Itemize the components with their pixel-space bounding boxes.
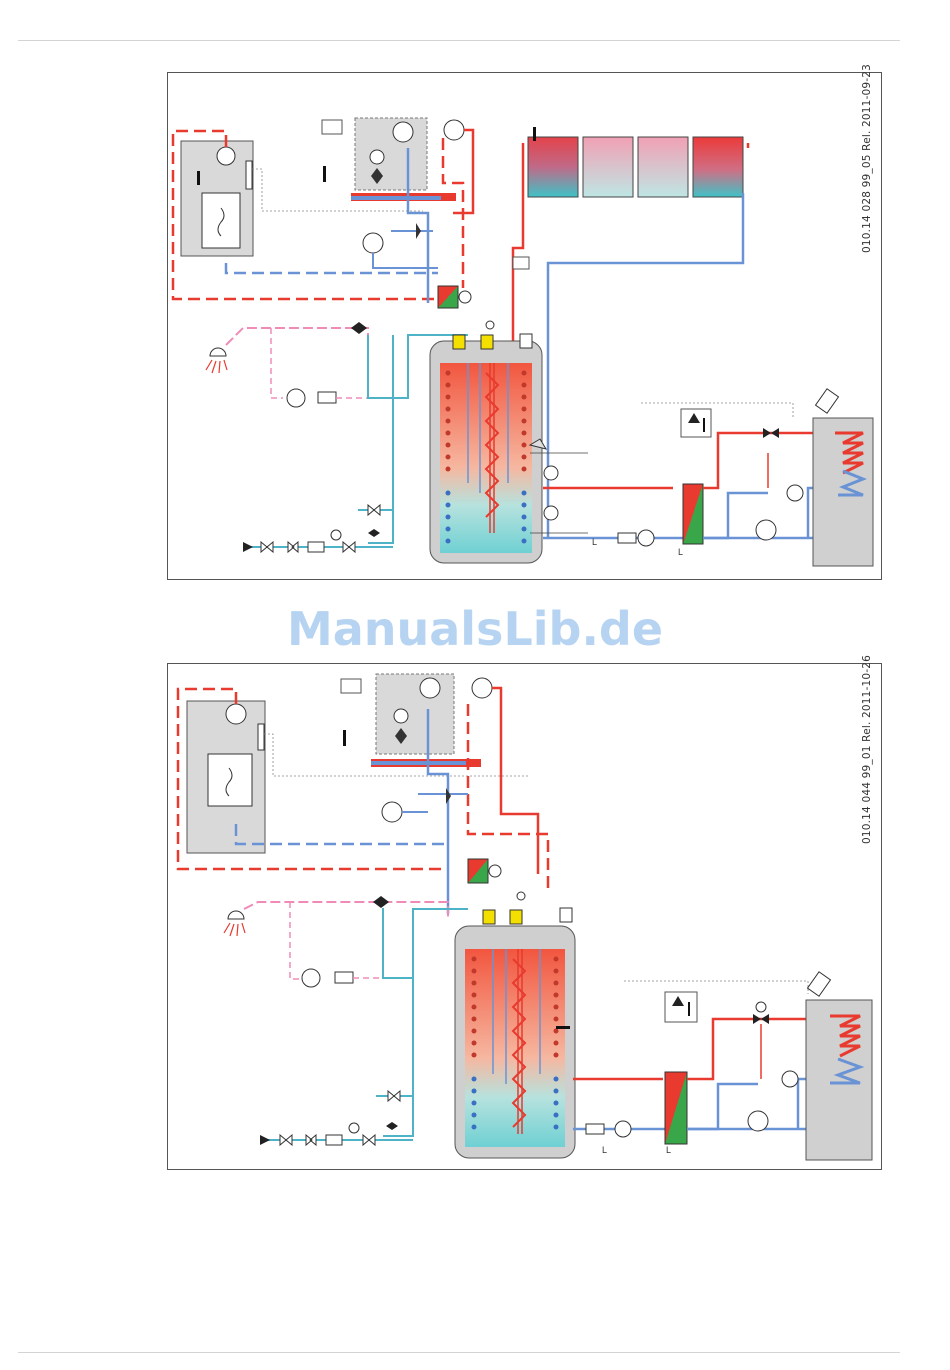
safety-valve-icon	[416, 223, 421, 239]
expansion-vessel-icon	[382, 802, 402, 822]
diagram-1: L L 010.14 028 99_05 Rel. 2011-09-23	[167, 72, 882, 580]
mixing-valve-icon	[373, 896, 389, 908]
gauge-icon	[393, 122, 413, 142]
filter-icon	[618, 533, 636, 543]
stop-valve-icon	[368, 505, 380, 515]
filter-icon	[308, 542, 324, 552]
pipe-label: L	[592, 537, 597, 547]
warning-icon	[665, 992, 697, 1022]
diagram-reference: 010.14 028 99_05 Rel. 2011-09-23	[861, 64, 873, 253]
heat-exchanger-icon	[468, 859, 488, 883]
pump-icon	[782, 1071, 798, 1087]
mixing-valve-icon	[351, 322, 367, 334]
pump-icon	[394, 709, 408, 723]
shower-icon	[224, 911, 245, 936]
pump-icon	[544, 466, 558, 480]
pipe-label: L	[678, 547, 683, 557]
filter-icon	[586, 1124, 604, 1134]
boiler-module	[341, 674, 481, 767]
check-valve-icon	[335, 972, 353, 983]
stop-valve-icon	[363, 1135, 375, 1145]
pipe-label: L	[602, 1145, 607, 1155]
storage-tank	[430, 341, 542, 563]
solar-collector-icon	[528, 127, 743, 197]
mixing-valve-icon	[753, 1014, 769, 1024]
stop-valve-icon	[280, 1135, 292, 1145]
electric-heater-icon	[483, 910, 495, 924]
stop-valve-icon	[343, 542, 355, 552]
pump-icon	[459, 291, 471, 303]
check-valve-icon	[318, 392, 336, 403]
top-rule	[18, 40, 900, 41]
pump-icon	[787, 485, 803, 501]
pump-icon	[544, 506, 558, 520]
pump-icon	[370, 150, 384, 164]
gauge-icon	[444, 120, 464, 140]
pipe-label: L	[666, 1145, 671, 1155]
expansion-vessel-icon	[756, 520, 776, 540]
safety-valve-icon	[386, 1122, 398, 1130]
thermometer-icon	[323, 166, 326, 182]
storage-tank	[455, 926, 575, 1158]
fan-coil-icon	[187, 701, 265, 853]
stop-valve-icon	[261, 542, 273, 552]
thermometer-icon	[343, 730, 346, 746]
heat-exchanger-icon	[438, 286, 458, 308]
hydraulic-schematic-2: L L	[168, 664, 881, 1169]
gauge-icon	[472, 678, 492, 698]
pump-icon	[489, 865, 501, 877]
fan-coil-icon	[181, 141, 253, 256]
solar-collector-icon	[816, 389, 839, 413]
heat-exchanger-icon	[665, 1072, 687, 1144]
pump-icon	[638, 530, 654, 546]
electric-heater-icon	[453, 335, 465, 349]
pressure-gauge-icon	[349, 1123, 359, 1133]
watermark: ManualsLib.de	[0, 602, 950, 656]
filter-icon	[326, 1135, 342, 1145]
expansion-vessel-icon	[748, 1111, 768, 1131]
shower-icon	[206, 348, 227, 373]
thermometer-icon	[197, 171, 200, 185]
expansion-vessel-icon	[363, 233, 383, 253]
boiler-module	[322, 118, 456, 201]
gauge-icon	[420, 678, 440, 698]
pressure-gauge-icon	[331, 530, 341, 540]
electric-heater-icon	[510, 910, 522, 924]
mixing-valve-icon	[763, 428, 779, 438]
stop-valve-icon	[388, 1091, 400, 1101]
pump-icon	[615, 1121, 631, 1137]
warning-icon	[681, 409, 711, 437]
hydraulic-schematic-1: L L	[168, 73, 881, 579]
diagram-2: L L 010.14 044 99_01 Rel. 2011-10-26	[167, 663, 882, 1170]
electric-heater-icon	[481, 335, 493, 349]
pump-icon	[287, 389, 305, 407]
diagram-reference: 010.14 044 99_01 Rel. 2011-10-26	[861, 655, 873, 844]
heat-exchanger-icon	[683, 484, 703, 544]
safety-valve-icon	[368, 529, 380, 537]
solar-collector-icon	[808, 972, 831, 996]
bottom-rule	[18, 1352, 900, 1353]
pump-icon	[302, 969, 320, 987]
